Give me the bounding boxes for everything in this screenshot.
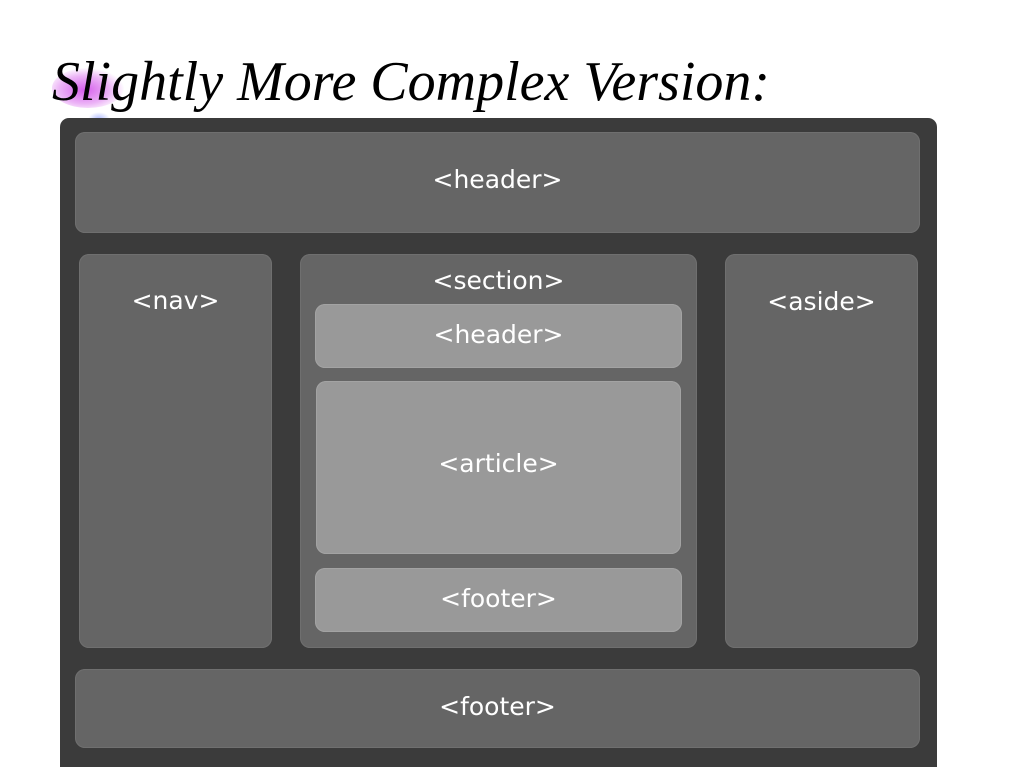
aside-label: <aside> (767, 287, 876, 316)
nav-block: <nav> (79, 254, 272, 648)
section-footer-label: <footer> (440, 584, 557, 613)
page-header-block: <header> (75, 132, 920, 233)
layout-diagram: <header> <nav> <section> <header> <artic… (60, 118, 937, 767)
article-block: <article> (316, 381, 681, 554)
section-block: <section> <header> <article> <footer> (300, 254, 697, 648)
section-header-block: <header> (315, 304, 682, 368)
section-header-label: <header> (433, 320, 564, 349)
nav-label: <nav> (131, 286, 220, 315)
aside-block: <aside> (725, 254, 918, 648)
article-label: <article> (438, 449, 559, 478)
pen-highlight-mark (52, 68, 124, 108)
slide-title: Slightly More Complex Version: (52, 51, 771, 113)
page-footer-label: <footer> (439, 692, 556, 721)
section-label: <section> (432, 266, 565, 295)
section-footer-block: <footer> (315, 568, 682, 632)
page-footer-block: <footer> (75, 669, 920, 748)
page-header-label: <header> (432, 165, 563, 194)
